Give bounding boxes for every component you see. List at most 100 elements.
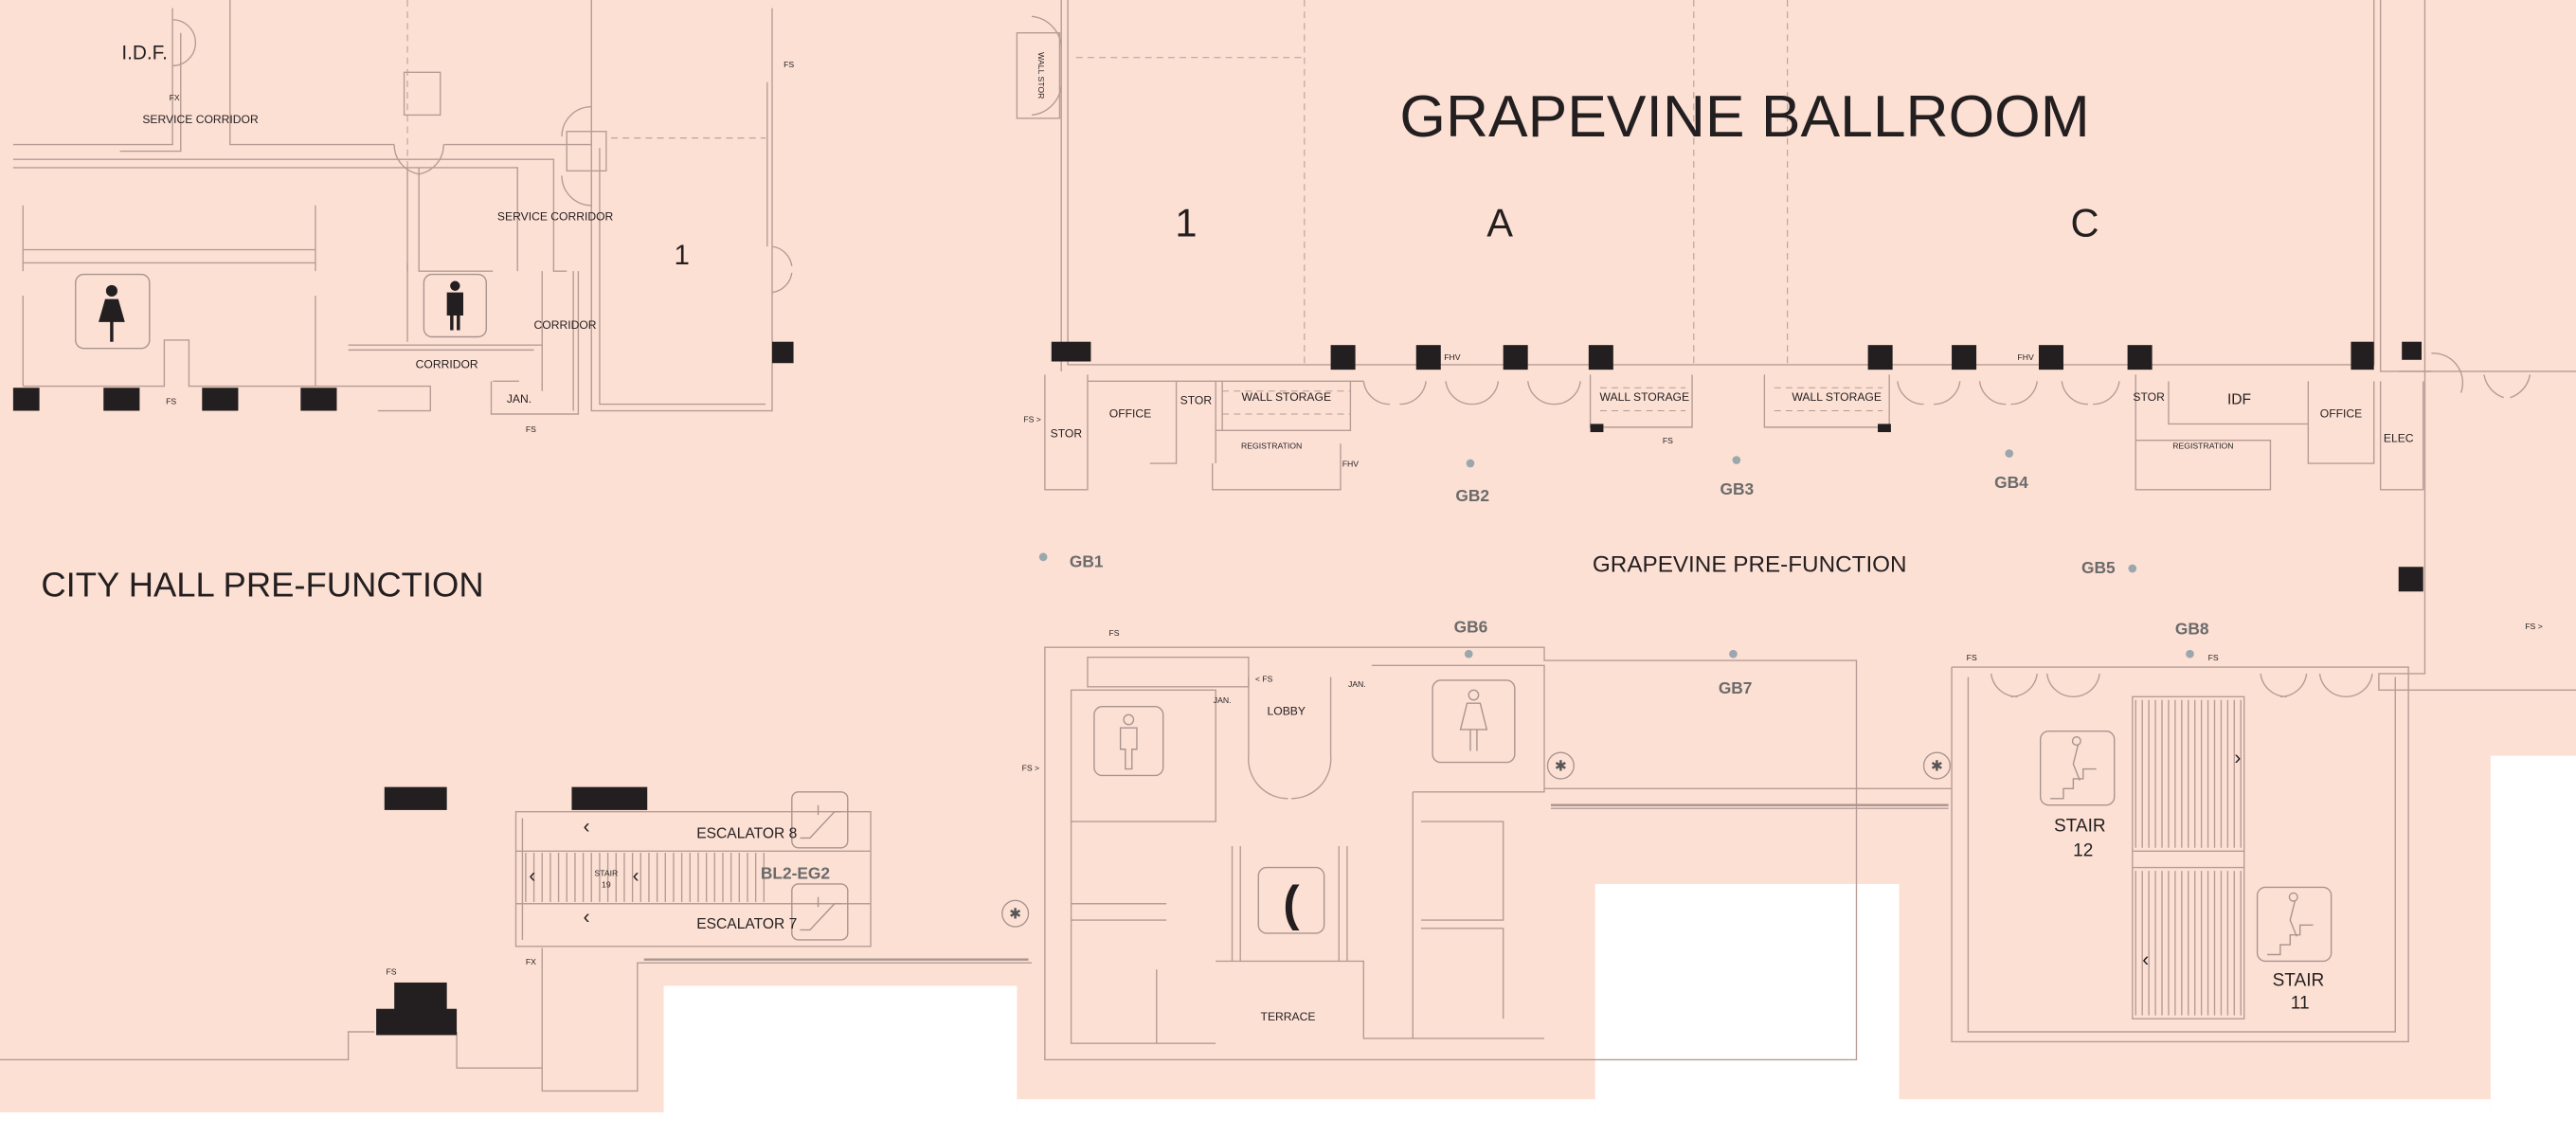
office-label: OFFICE <box>1109 406 1151 420</box>
janitor-label: JAN. <box>1214 695 1232 705</box>
walls-left-wing <box>12 0 793 415</box>
column <box>12 388 40 411</box>
stair-19-number: 19 <box>602 879 611 889</box>
direction-arrow-icon: ‹ <box>584 907 590 929</box>
registration-label: REGISTRATION <box>2172 441 2233 450</box>
ballroom-section-c: C <box>2070 201 2099 245</box>
svg-text:(: ( <box>1283 876 1300 931</box>
service-corridor-label: SERVICE CORRIDOR <box>142 113 259 126</box>
fs-code: FS > <box>2525 622 2543 631</box>
fire-hose-cabinet-icon: ✱ ✱ ✱ <box>1001 751 1952 928</box>
gb8-marker: GB8 <box>2175 619 2209 638</box>
ballroom-section-1: 1 <box>1175 201 1197 245</box>
terrace-label: TERRACE <box>1261 1010 1316 1023</box>
fs-code: < FS <box>1255 675 1273 684</box>
column <box>103 388 140 411</box>
column <box>1588 345 1613 370</box>
fs-code: FS <box>1663 436 1673 445</box>
grapevine-prefunction-label: GRAPEVINE PRE-FUNCTION <box>1593 551 1907 577</box>
walls-ballroom <box>1016 0 2576 692</box>
stair-12-label: STAIR <box>2054 816 2106 836</box>
idf-left-label: I.D.F. <box>121 42 168 63</box>
fs-code: FS <box>2208 653 2219 662</box>
bl2-eg2-marker: BL2-EG2 <box>761 864 830 883</box>
fhv-label: FHV <box>2017 352 2034 362</box>
column <box>2402 341 2422 360</box>
fs-code: FS <box>784 60 794 69</box>
gb7-marker: GB7 <box>1719 678 1753 697</box>
telephone-icon: ( <box>1257 866 1325 934</box>
fs-code: FS <box>526 424 536 434</box>
idf-label: IDF <box>2227 392 2251 408</box>
direction-arrow-icon: ‹ <box>633 865 639 887</box>
stair-icon <box>2256 886 2333 963</box>
gb5-marker: GB5 <box>2081 558 2116 577</box>
corridor-label: CORRIDOR <box>534 318 597 332</box>
column <box>772 341 794 364</box>
wall-storage-label: WALL STORAGE <box>1792 390 1882 404</box>
fs-code: FS <box>1108 628 1119 638</box>
column <box>1952 345 1977 370</box>
stair-icon <box>2040 730 2116 806</box>
column <box>1590 424 1604 433</box>
elec-label: ELEC <box>2384 431 2414 444</box>
structural-columns <box>12 341 2423 1036</box>
wall-stor-label: WALL STOR <box>1036 52 1046 99</box>
column <box>1878 424 1891 433</box>
mens-restroom-icon <box>423 273 487 338</box>
column <box>376 1008 458 1036</box>
column <box>2127 345 2153 370</box>
lobby-label: LOBBY <box>1268 704 1306 717</box>
gb1-marker: GB1 <box>1070 551 1104 570</box>
fs-code: FS <box>166 397 176 406</box>
stor-label: STOR <box>1051 426 1083 440</box>
svg-text:✱: ✱ <box>1931 758 1943 774</box>
walls-lower <box>0 646 2409 1092</box>
column <box>300 388 337 411</box>
column <box>394 982 447 1013</box>
svg-text:✱: ✱ <box>1555 758 1567 774</box>
mens-restroom-icon <box>1093 705 1164 777</box>
registration-label: REGISTRATION <box>1241 441 1302 450</box>
gb3-marker: GB3 <box>1720 479 1755 498</box>
column <box>1867 345 1893 370</box>
womens-restroom-icon <box>75 273 151 350</box>
column <box>1503 345 1528 370</box>
column <box>571 786 648 810</box>
womens-restroom-icon <box>1432 679 1516 764</box>
column <box>384 786 447 810</box>
gb-markers <box>1038 449 2194 659</box>
direction-arrow-icon: ‹ <box>584 816 590 838</box>
janitor-label: JAN. <box>1348 679 1366 689</box>
gb6-marker: GB6 <box>1454 618 1488 637</box>
column <box>1051 341 1091 362</box>
column <box>202 388 239 411</box>
fs-code: FS <box>387 966 397 976</box>
fs-code: FS > <box>1022 763 1040 772</box>
city-hall-prefunction-label: CITY HALL PRE-FUNCTION <box>41 565 483 604</box>
wall-storage-label: WALL STORAGE <box>1600 390 1690 404</box>
office-label: OFFICE <box>2320 406 2362 420</box>
fx-code: FX <box>170 93 180 102</box>
escalator-icon <box>791 791 849 849</box>
column <box>2038 345 2063 370</box>
stair-11-label: STAIR <box>2273 970 2325 990</box>
gb4-marker: GB4 <box>1994 473 2028 492</box>
ballroom-title: GRAPEVINE BALLROOM <box>1399 83 2089 150</box>
service-corridor-label: SERVICE CORRIDOR <box>497 209 614 223</box>
room-1-label: 1 <box>674 240 689 271</box>
fs-code: FS > <box>1023 415 1041 424</box>
stair-treads: ‹‹‹‹›‹ <box>525 699 2242 1016</box>
escalator-8-label: ESCALATOR 8 <box>696 825 797 841</box>
fs-code: FS <box>1967 653 1977 662</box>
column <box>2351 341 2374 370</box>
stair-19-label: STAIR <box>594 868 618 877</box>
direction-arrow-icon: ‹ <box>529 865 535 887</box>
fhv-label: FHV <box>1444 352 1461 362</box>
stor-label: STOR <box>1180 394 1213 407</box>
fx-code: FX <box>526 957 536 966</box>
fhv-label: FHV <box>1342 459 1360 468</box>
escalator-icon <box>791 883 849 941</box>
